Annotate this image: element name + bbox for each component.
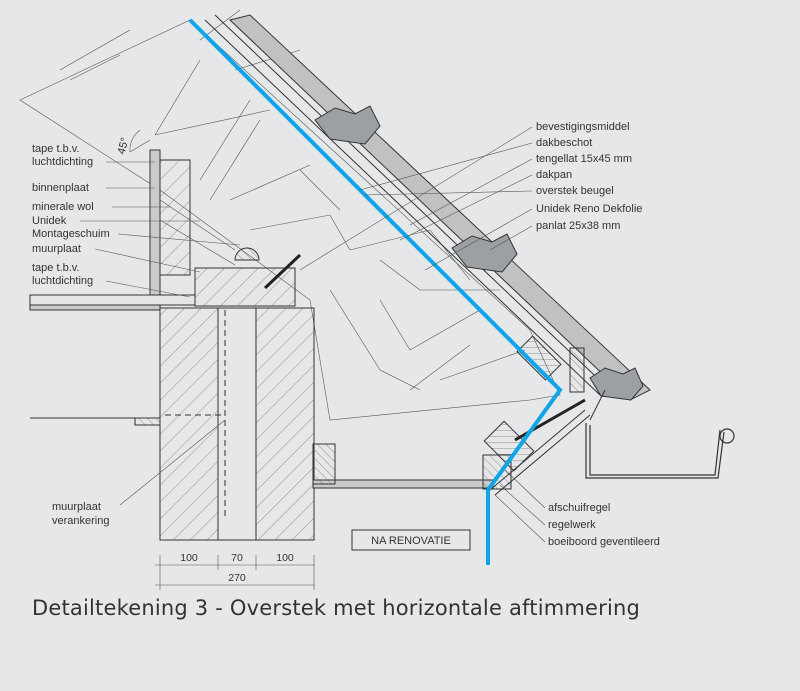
label-boeiboord: boeiboord geventileerd [548, 536, 660, 548]
label-montageschuim: Montageschuim [32, 228, 110, 240]
label-tape-2b: luchtdichting [32, 275, 93, 287]
left-labels: tape t.b.v. luchtdichting binnenplaat mi… [32, 143, 241, 298]
right-labels: bevestigingsmiddel dakbeschot tengellat … [299, 121, 642, 271]
angle-indicator: 45° [116, 129, 151, 156]
roof-tiles [204, 14, 651, 401]
dim-270: 270 [228, 572, 246, 584]
soffit [312, 398, 591, 496]
label-verankering: verankering [52, 515, 109, 527]
dimension-lines: 100 70 100 270 [155, 552, 315, 590]
dim-100-b: 100 [276, 552, 294, 564]
figure-caption: Detailtekening 3 - Overstek met horizont… [32, 596, 641, 620]
label-tengellat: tengellat 15x45 mm [536, 153, 632, 165]
blue-membrane [188, 18, 563, 565]
floor [29, 294, 196, 426]
label-dakpan: dakpan [536, 169, 572, 181]
label-muurplaat: muurplaat [32, 243, 81, 255]
roof-insulation [19, 9, 561, 421]
label-muurplaat-2: muurplaat [52, 501, 101, 513]
label-panlat: panlat 25x38 mm [536, 220, 620, 232]
label-regelwerk: regelwerk [548, 519, 596, 531]
label-afschuifregel: afschuifregel [548, 502, 610, 514]
stamp-text: NA RENOVATIE [371, 535, 451, 547]
label-dakbeschot: dakbeschot [536, 137, 592, 149]
label-binnenplaat: binnenplaat [32, 182, 89, 194]
gutter [585, 389, 735, 479]
label-tape-2a: tape t.b.v. [32, 262, 80, 274]
angle-label: 45° [116, 136, 132, 155]
wall [159, 307, 315, 541]
dim-70: 70 [231, 552, 243, 564]
label-overstek-beugel: overstek beugel [536, 185, 614, 197]
bottom-right-labels: afschuifregel regelwerk boeiboord gevent… [494, 469, 660, 548]
label-unidek: Unidek [32, 215, 67, 227]
dim-100-a: 100 [180, 552, 198, 564]
label-tape-1a: tape t.b.v. [32, 143, 80, 155]
renovation-stamp: NA RENOVATIE [351, 529, 471, 551]
label-bevestigingsmiddel: bevestigingsmiddel [536, 121, 630, 133]
inner-wall-structure [149, 149, 302, 307]
label-dekfolie: Unidek Reno Dekfolie [536, 203, 642, 215]
label-tape-1b: luchtdichting [32, 156, 93, 168]
bottom-left-labels: muurplaat verankering [52, 419, 226, 527]
label-minerale-wol: minerale wol [32, 201, 94, 213]
